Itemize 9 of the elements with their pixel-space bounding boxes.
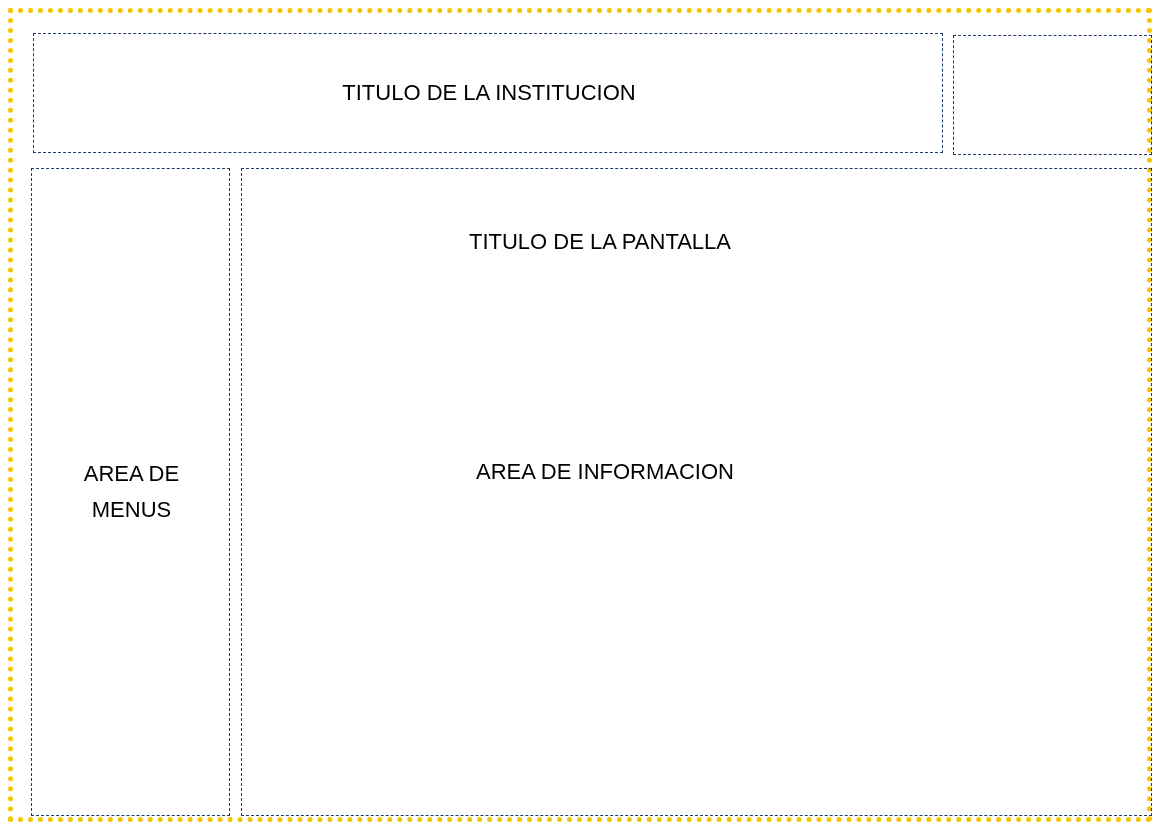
empty-panel [953, 35, 1152, 155]
menu-text: AREA DE MENUS [82, 460, 181, 524]
menu-area [31, 168, 230, 816]
page-frame [8, 8, 1152, 822]
header-text: TITULO DE LA INSTITUCION [341, 79, 637, 107]
content-area [241, 168, 1152, 816]
content-text: AREA DE INFORMACION [475, 458, 735, 486]
screen-title: TITULO DE LA PANTALLA [467, 228, 732, 256]
header-area [33, 33, 943, 153]
